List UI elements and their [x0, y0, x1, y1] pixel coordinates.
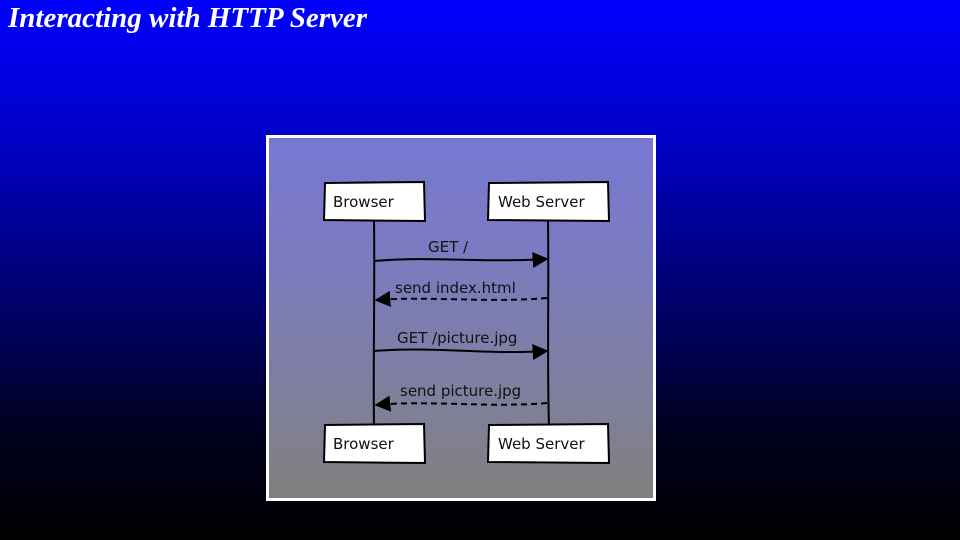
- participant-browser-top: Browser: [322, 180, 427, 223]
- lifeline-web-server: [547, 219, 550, 427]
- slide-title: Interacting with HTTP Server: [8, 2, 368, 34]
- message-4-arrow: [374, 395, 548, 412]
- participant-web-server-top-label: Web Server: [498, 193, 585, 211]
- sequence-diagram: Browser Web Server Browser Web Server GE…: [266, 135, 656, 501]
- message-1-arrow: [374, 252, 549, 268]
- message-2-arrow: [374, 290, 548, 307]
- message-3-label: GET /picture.jpg: [397, 329, 517, 347]
- participant-browser-bottom-label: Browser: [333, 435, 395, 453]
- participant-web-server-bottom-label: Web Server: [498, 435, 585, 453]
- message-2-label: send index.html: [395, 279, 516, 297]
- message-3-arrow: [374, 344, 549, 360]
- message-4-label: send picture.jpg: [400, 382, 521, 400]
- participant-browser-top-label: Browser: [333, 193, 395, 211]
- lifeline-browser: [372, 219, 376, 427]
- participant-web-server-top: Web Server: [486, 180, 611, 223]
- sequence-diagram-svg: Browser Web Server Browser Web Server GE…: [322, 180, 611, 465]
- message-1-label: GET /: [428, 238, 469, 256]
- participant-browser-bottom: Browser: [322, 422, 427, 465]
- participant-web-server-bottom: Web Server: [486, 422, 611, 465]
